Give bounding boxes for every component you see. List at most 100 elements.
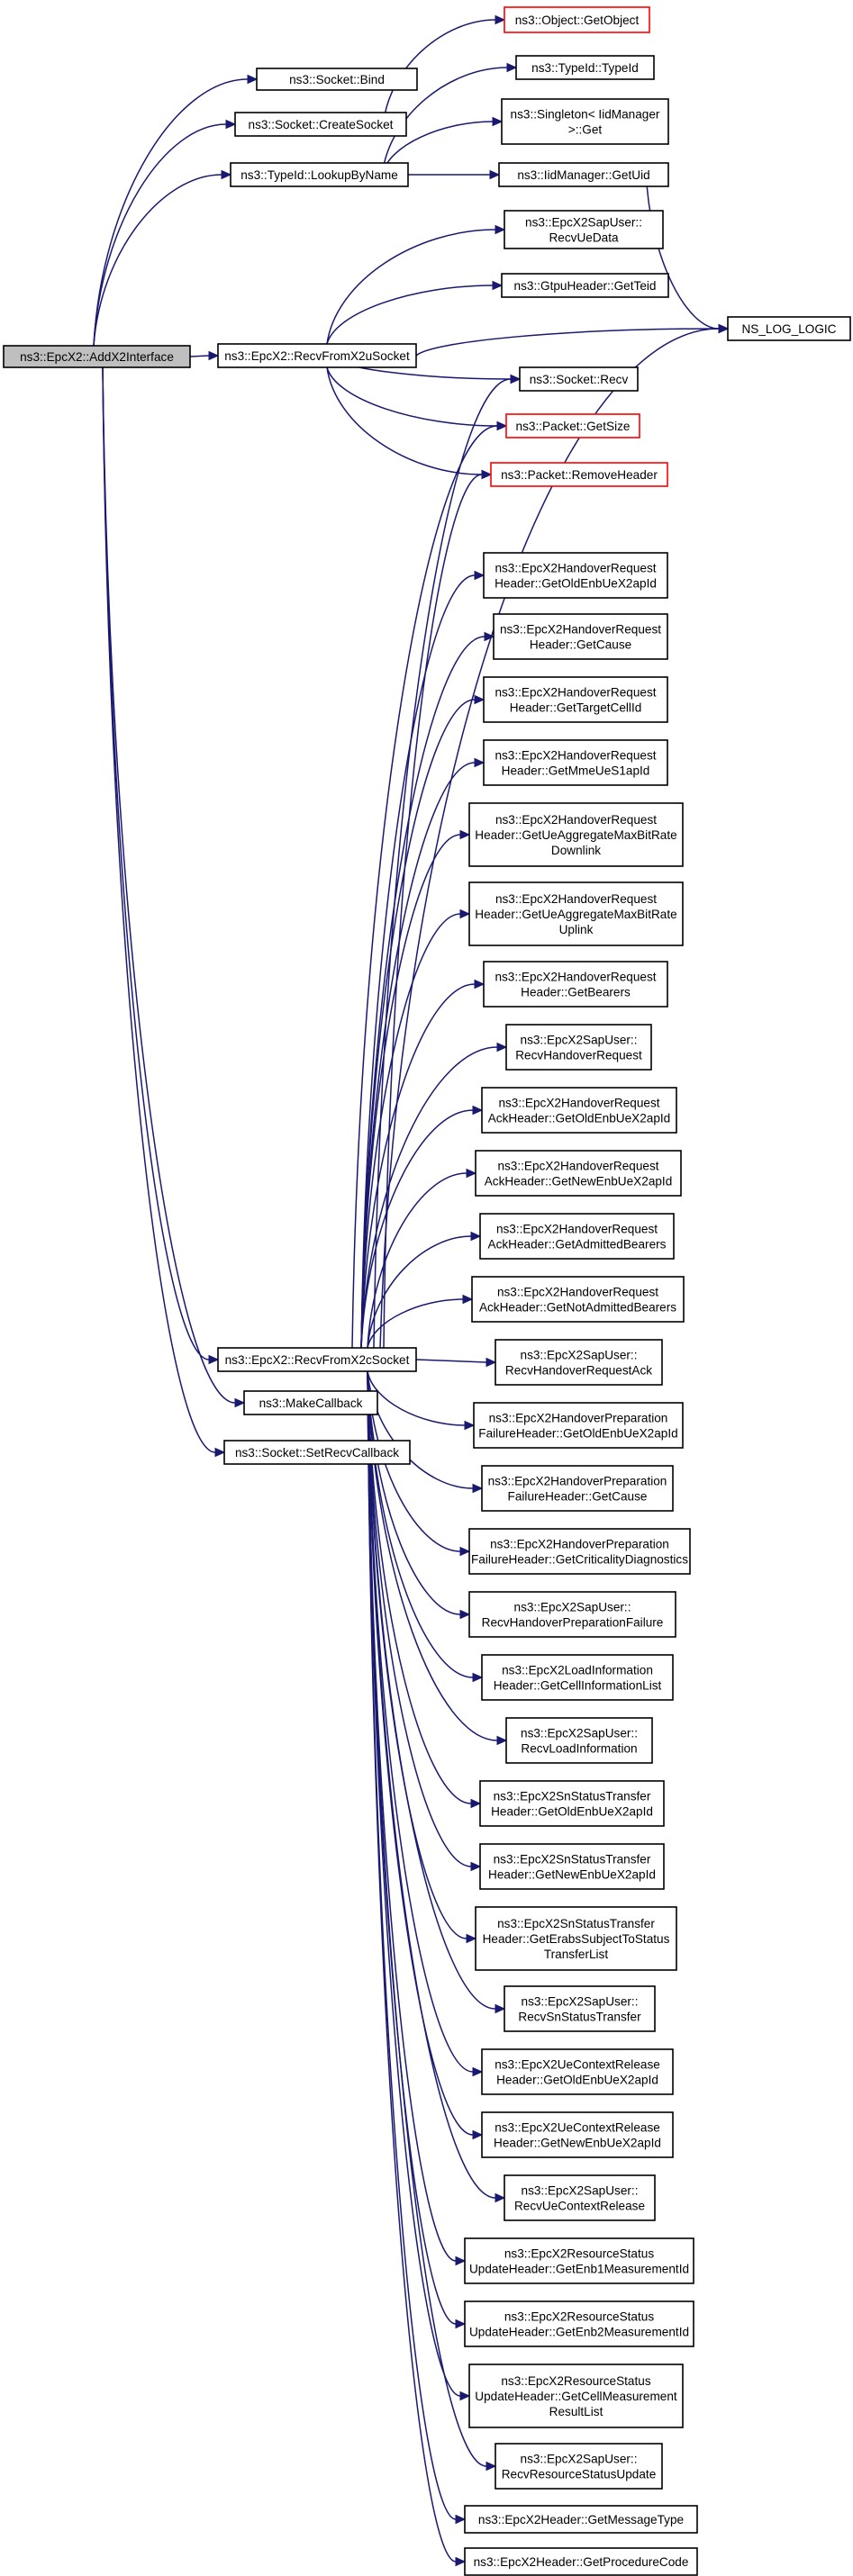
node-n16[interactable]: ns3::EpcX2HandoverPreparationFailureHead… [468, 1528, 691, 1575]
node-label: Header::GetNewEnbUeX2apId [494, 2137, 661, 2150]
node-label: ns3::EpcX2HandoverRequest [495, 562, 656, 575]
node-n26[interactable]: ns3::EpcX2SapUser::RecvUeContextRelease [504, 2174, 656, 2221]
node-gettied[interactable]: ns3::GtpuHeader::GetTeid [501, 273, 669, 298]
node-label: Header::GetCellInformationList [494, 1679, 662, 1693]
node-n12[interactable]: ns3::EpcX2HandoverRequestAckHeader::GetN… [471, 1276, 685, 1323]
node-label: ns3::EpcX2Header::GetProcedureCode [474, 2555, 689, 2569]
node-n32[interactable]: ns3::EpcX2Header::GetProcedureCode [464, 2547, 698, 2576]
node-n17[interactable]: ns3::EpcX2SapUser::RecvHandoverPreparati… [468, 1591, 676, 1638]
edge-x2c-to-n30 [367, 1370, 497, 2472]
node-box [495, 1339, 663, 1386]
node-box [481, 1087, 677, 1134]
node-label: ns3::EpcX2::AddX2Interface [20, 350, 174, 364]
edge-line [415, 1359, 487, 1363]
node-n31[interactable]: ns3::EpcX2Header::GetMessageType [464, 2505, 698, 2534]
edge-x2c-to-n23 [367, 1370, 506, 2014]
node-label: Header::GetOldEnbUeX2apId [491, 1805, 653, 1819]
node-n24[interactable]: ns3::EpcX2UeContextReleaseHeader::GetOld… [481, 2048, 674, 2095]
node-box [483, 739, 668, 786]
edge-arrowhead [489, 169, 501, 180]
node-n8[interactable]: ns3::EpcX2SapUser::RecvHandoverRequest [505, 1024, 652, 1071]
node-recv[interactable]: ns3::Socket::Recv [519, 366, 639, 392]
node-n3[interactable]: ns3::EpcX2HandoverRequestHeader::GetTarg… [483, 676, 668, 723]
node-n1[interactable]: ns3::EpcX2HandoverRequestHeader::GetOldE… [483, 552, 668, 599]
edge-x2c-to-removeheader [383, 469, 493, 1349]
node-n5[interactable]: ns3::EpcX2HandoverRequestHeader::GetUeAg… [468, 802, 684, 867]
edge-arrowhead [474, 757, 485, 768]
node-singleton[interactable]: ns3::Singleton< IidManager >::Get [501, 98, 669, 145]
node-label: FailureHeader::GetCause [508, 1490, 648, 1504]
node-n27[interactable]: ns3::EpcX2ResourceStatusUpdateHeader::Ge… [464, 2237, 694, 2284]
node-n11[interactable]: ns3::EpcX2HandoverRequestAckHeader::GetA… [479, 1213, 675, 1260]
node-setrecv[interactable]: ns3::Socket::SetRecvCallback [223, 1440, 411, 1465]
node-label: ns3::EpcX2HandoverRequest [500, 623, 661, 637]
node-n4[interactable]: ns3::EpcX2HandoverRequestHeader::GetMmeU… [483, 739, 668, 786]
node-label: ns3::EpcX2HandoverRequest [498, 1097, 659, 1110]
node-label: ns3::TypeId::TypeId [531, 61, 639, 75]
node-n7[interactable]: ns3::EpcX2HandoverRequestHeader::GetBear… [483, 961, 668, 1008]
node-bind[interactable]: ns3::Socket::Bind [256, 68, 418, 91]
node-label: NS_LOG_LOGIC [741, 322, 836, 336]
node-recvuedata[interactable]: ns3::EpcX2SapUser::RecvUeData [504, 210, 664, 249]
node-n22[interactable]: ns3::EpcX2SnStatusTransferHeader::GetEra… [475, 1906, 677, 1971]
node-box [498, 162, 669, 187]
node-n13[interactable]: ns3::EpcX2SapUser::RecvHandoverRequestAc… [495, 1339, 663, 1386]
node-createsocket[interactable]: ns3::Socket::CreateSocket [234, 112, 407, 137]
node-n6[interactable]: ns3::EpcX2HandoverRequestHeader::GetUeAg… [468, 881, 684, 946]
node-n30[interactable]: ns3::EpcX2SapUser::RecvResourceStatusUpd… [495, 2443, 663, 2490]
node-n21[interactable]: ns3::EpcX2SnStatusTransferHeader::GetNew… [479, 1843, 665, 1890]
edge-line [326, 229, 496, 345]
node-label: ns3::EpcX2SapUser:: [522, 1995, 639, 2009]
edge-arrowhead [492, 280, 504, 291]
edge-x2c-to-n32 [367, 1370, 467, 2567]
node-x2c[interactable]: ns3::EpcX2::RecvFromX2cSocket [217, 1347, 417, 1372]
node-n15[interactable]: ns3::EpcX2HandoverPreparationFailureHead… [481, 1465, 674, 1512]
call-graph-nodes: ns3::EpcX2::AddX2Interface ns3::Object::G… [3, 6, 851, 2576]
node-label: Header::GetOldEnbUeX2apId [496, 2074, 658, 2087]
node-label: ns3::EpcX2HandoverRequest [495, 749, 656, 763]
node-getobject[interactable]: ns3::Object::GetObject [504, 6, 650, 33]
edge-x2c-to-n12 [367, 1294, 474, 1349]
edge-x2c-to-n20 [367, 1370, 482, 1809]
node-label: RecvUeContextRelease [514, 2200, 645, 2213]
edge-line [360, 834, 461, 1349]
node-lookup[interactable]: ns3::TypeId::LookupByName [230, 162, 409, 187]
edge-line [360, 1109, 474, 1349]
node-n20[interactable]: ns3::EpcX2SnStatusTransferHeader::GetOld… [479, 1780, 665, 1827]
node-removeheader[interactable]: ns3::Packet::RemoveHeader [490, 462, 668, 487]
node-n14[interactable]: ns3::EpcX2HandoverPreparationFailureHead… [473, 1402, 684, 1449]
edge-x2c-to-n8 [360, 1042, 508, 1349]
node-n2[interactable]: ns3::EpcX2HandoverRequestHeader::GetCaus… [493, 613, 668, 660]
edge-arrowhead [455, 2514, 467, 2525]
node-n25[interactable]: ns3::EpcX2UeContextReleaseHeader::GetNew… [481, 2111, 674, 2158]
node-typeid[interactable]: ns3::TypeId::TypeId [515, 55, 655, 80]
node-getuid[interactable]: ns3::IidManager::GetUid [498, 162, 669, 187]
node-n23[interactable]: ns3::EpcX2SapUser::RecvSnStatusTransfer [504, 1985, 656, 2032]
edge-line [93, 123, 227, 347]
node-n9[interactable]: ns3::EpcX2HandoverRequestAckHeader::GetO… [481, 1087, 677, 1134]
node-box [475, 1906, 677, 1971]
node-getsize[interactable]: ns3::Packet::GetSize [505, 413, 640, 438]
node-label: ns3::TypeId::LookupByName [240, 168, 398, 182]
node-n18[interactable]: ns3::EpcX2LoadInformationHeader::GetCell… [481, 1654, 674, 1701]
node-n10[interactable]: ns3::EpcX2HandoverRequestAckHeader::GetN… [475, 1150, 682, 1197]
node-n29[interactable]: ns3::EpcX2ResourceStatusUpdateHeader::Ge… [468, 2364, 684, 2428]
edge-arrowhead [464, 1420, 476, 1431]
node-n28[interactable]: ns3::EpcX2ResourceStatusUpdateHeader::Ge… [464, 2300, 694, 2347]
node-label: ns3::EpcX2Header::GetMessageType [478, 2513, 684, 2526]
edge-arrowhead [234, 1397, 246, 1408]
node-makecb[interactable]: ns3::MakeCallback [243, 1390, 378, 1415]
node-box [481, 2111, 674, 2158]
node-label: ns3::Packet::GetSize [516, 420, 631, 433]
edge-line [360, 699, 476, 1349]
edge-line [360, 913, 461, 1349]
node-box [493, 613, 668, 660]
node-n19[interactable]: ns3::EpcX2SapUser::RecvLoadInformation [505, 1717, 653, 1764]
node-label: RecvResourceStatusUpdate [502, 2468, 657, 2481]
node-label: RecvHandoverRequest [515, 1049, 642, 1062]
node-nslog[interactable]: NS_LOG_LOGIC [727, 316, 851, 341]
node-x2u[interactable]: ns3::EpcX2::RecvFromX2uSocket [217, 343, 417, 368]
edge-line [360, 1046, 498, 1349]
edge-line [367, 1235, 472, 1349]
edge-x2c-to-n10 [367, 1168, 477, 1349]
